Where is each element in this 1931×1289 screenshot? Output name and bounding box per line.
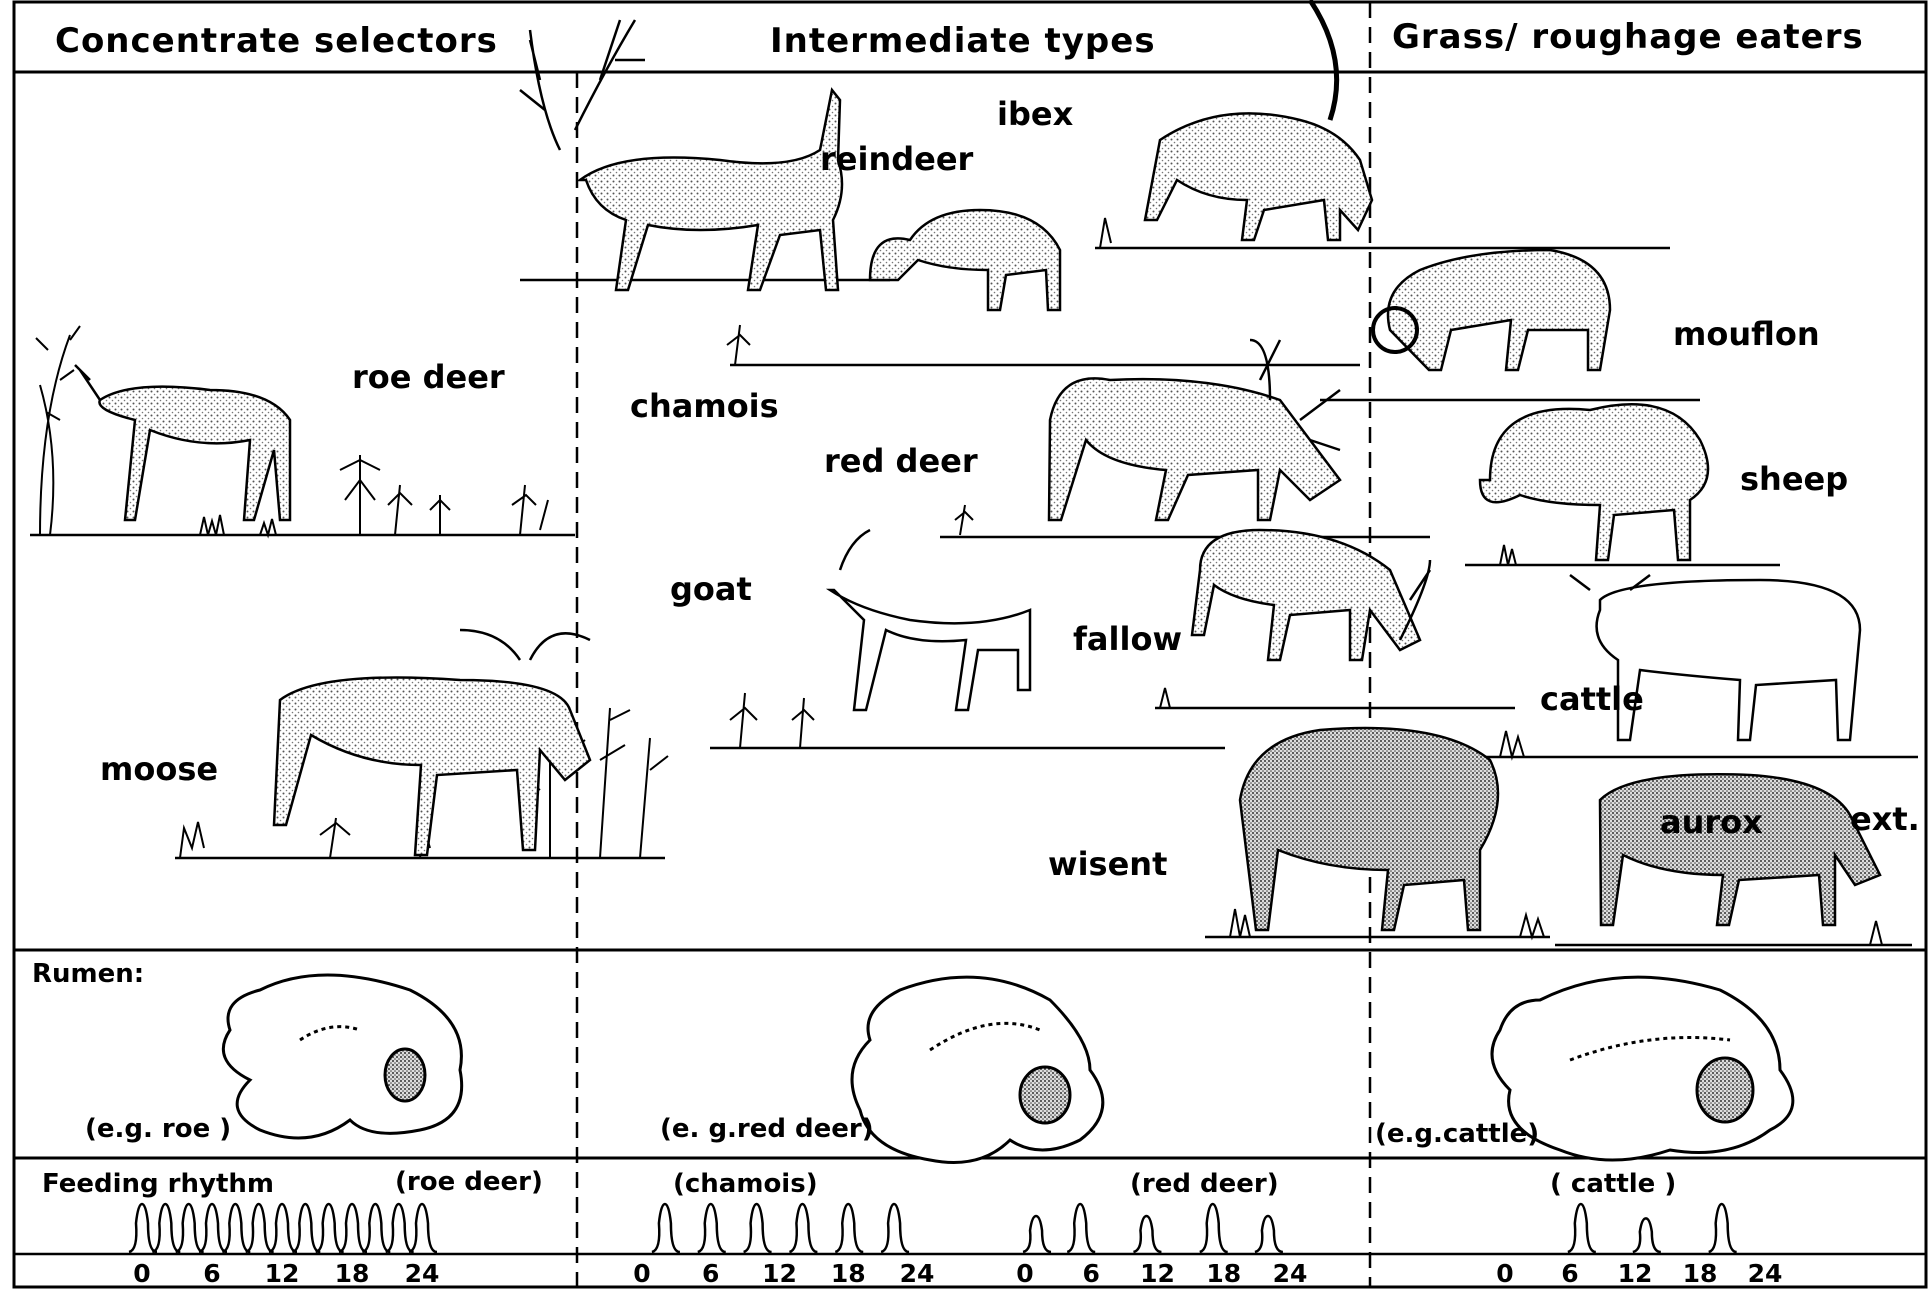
header-intermediate-types: Intermediate types (770, 21, 1156, 61)
label-red-deer: red deer (824, 442, 978, 480)
rumen-example-red-deer: (e. g.red deer) (660, 1114, 874, 1144)
feeding-rhythm-panel-4: 0 6 12 18 24 (1496, 1204, 1782, 1288)
feeding-peak (789, 1204, 817, 1252)
tick-label: 6 (1561, 1259, 1578, 1288)
feeding-peak (1023, 1216, 1051, 1252)
feeding-peak (881, 1204, 909, 1252)
feeding-peak (316, 1204, 344, 1252)
feeding-label-roe-deer: (roe deer) (395, 1167, 543, 1197)
mouflon-illustration (1373, 250, 1610, 370)
label-roe-deer: roe deer (352, 358, 505, 396)
tick-label: 18 (1683, 1259, 1718, 1288)
feeding-label-cattle: ( cattle ) (1550, 1169, 1676, 1199)
tick-label: 0 (1016, 1259, 1033, 1288)
tick-label: 6 (702, 1259, 719, 1288)
sheep-illustration (1480, 404, 1708, 560)
rumen-example-roe: (e.g. roe ) (85, 1114, 231, 1144)
feeding-rhythm-charts: 0 6 12 18 24 0 6 12 18 24 0 6 12 18 24 0 6 12 18 24 (129, 1204, 1782, 1288)
feeding-rhythm-panel-3: 0 6 12 18 24 (1016, 1204, 1307, 1288)
rumen-roe (223, 975, 461, 1138)
rumen-title: Rumen: (32, 959, 144, 989)
feeding-peak (835, 1204, 863, 1252)
feeding-peak (1568, 1204, 1596, 1252)
goat-illustration (830, 530, 1030, 710)
label-aurox: aurox (1660, 803, 1763, 841)
tick-label: 18 (1206, 1259, 1241, 1288)
feeding-rhythm-panel-1: 0 6 12 18 24 (129, 1204, 439, 1288)
tick-label: 0 (633, 1259, 650, 1288)
header-concentrate-selectors: Concentrate selectors (55, 21, 498, 61)
label-goat: goat (670, 570, 752, 608)
tick-label: 12 (1140, 1259, 1175, 1288)
rumen-example-cattle: (e.g.cattle) (1375, 1119, 1539, 1149)
tick-label: 18 (831, 1259, 866, 1288)
label-moose: moose (100, 750, 218, 788)
feeding-peak (652, 1204, 680, 1252)
tick-label: 0 (1496, 1259, 1513, 1288)
label-ibex: ibex (997, 95, 1074, 133)
feeding-peak (246, 1204, 274, 1252)
feeding-rhythm-title: Feeding rhythm (42, 1169, 274, 1199)
rumen-illustrations (223, 975, 1793, 1163)
tick-label: 6 (1083, 1259, 1100, 1288)
feeding-peak (1633, 1218, 1661, 1252)
feeding-peak (129, 1204, 157, 1252)
feeding-peak (698, 1204, 726, 1252)
feeding-label-red-deer: (red deer) (1130, 1169, 1279, 1199)
tick-label: 12 (1618, 1259, 1653, 1288)
feeding-peak (1067, 1204, 1095, 1252)
roe-deer-illustration (75, 365, 290, 520)
label-sheep: sheep (1740, 460, 1848, 498)
feeding-peak (292, 1204, 320, 1252)
label-fallow: fallow (1073, 620, 1182, 658)
feeding-rhythm-panel-2: 0 6 12 18 24 (633, 1204, 934, 1288)
feeding-peak (152, 1204, 180, 1252)
aurox-illustration (1600, 774, 1880, 925)
label-chamois: chamois (630, 387, 779, 425)
chamois-illustration (870, 210, 1060, 310)
tick-label: 18 (335, 1259, 370, 1288)
tick-label: 24 (900, 1259, 935, 1288)
moose-illustration (274, 630, 590, 855)
feeding-peak (386, 1204, 414, 1252)
feeding-peak (409, 1204, 437, 1252)
tick-label: 24 (405, 1259, 440, 1288)
tick-label: 6 (203, 1259, 220, 1288)
ibex-illustration (1145, 0, 1372, 240)
tick-label: 24 (1748, 1259, 1783, 1288)
rumen-red-deer (852, 977, 1103, 1162)
label-mouflon: mouflon (1673, 315, 1820, 353)
header-grass-roughage-eaters: Grass/ roughage eaters (1392, 17, 1864, 57)
tick-label: 12 (762, 1259, 797, 1288)
tick-label: 12 (265, 1259, 300, 1288)
tick-label: 24 (1273, 1259, 1308, 1288)
feeding-peak (1200, 1204, 1228, 1252)
label-cattle: cattle (1540, 680, 1644, 718)
red-deer-illustration (1049, 340, 1340, 520)
feeding-peak (222, 1204, 250, 1252)
feeding-peak (199, 1204, 227, 1252)
fallow-illustration (1192, 530, 1430, 660)
feeding-peak (744, 1204, 772, 1252)
tick-label: 0 (133, 1259, 150, 1288)
label-wisent: wisent (1048, 845, 1167, 883)
label-reindeer: reindeer (820, 140, 974, 178)
feeding-peak (1133, 1216, 1161, 1252)
feeding-peak (362, 1204, 390, 1252)
feeding-peak (339, 1204, 367, 1252)
feeding-peak (1709, 1204, 1737, 1252)
wisent-illustration (1240, 728, 1498, 930)
feeding-label-chamois: (chamois) (673, 1169, 818, 1199)
feeding-peak (1255, 1216, 1283, 1252)
label-ext: ext. (1850, 800, 1920, 838)
feeding-peak (269, 1204, 297, 1252)
feeding-peak (176, 1204, 204, 1252)
